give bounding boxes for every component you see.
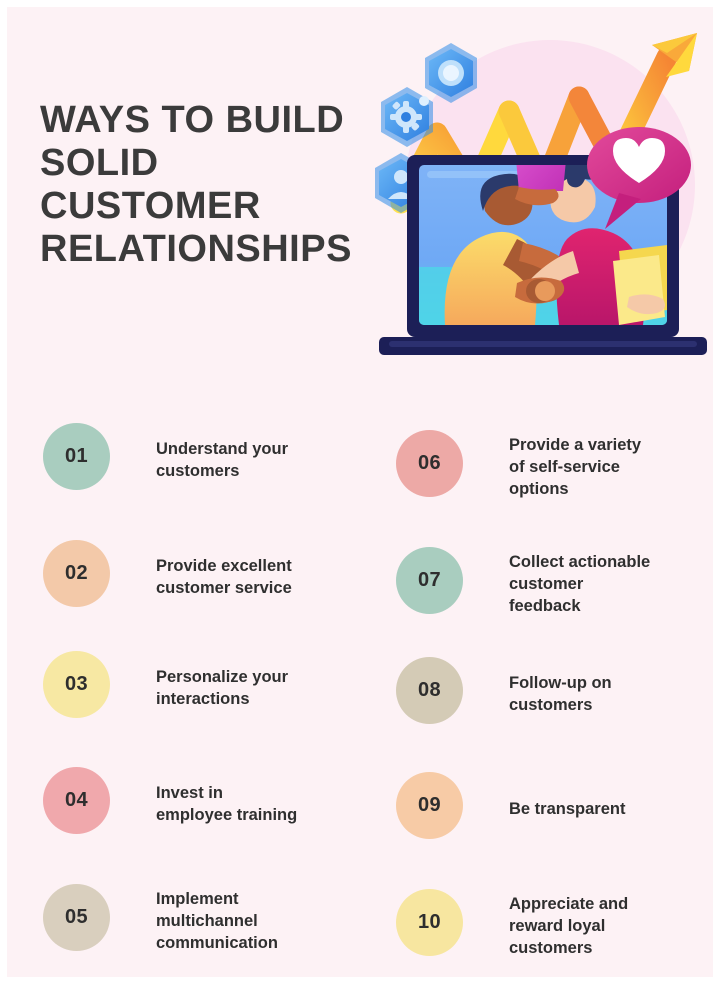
list-item[interactable]: 06 Provide a variety of self-service opt…: [390, 412, 713, 524]
title-line-3: CUSTOMER: [40, 184, 261, 227]
tips-column-left: 01 Understand your customers 02 Provide …: [37, 405, 377, 977]
list-item[interactable]: 08 Follow-up on customers: [390, 639, 713, 751]
handshake: [515, 277, 565, 304]
item-label: Provide a variety of self-service option…: [509, 436, 642, 498]
title-line-4: RELATIONSHIPS: [40, 227, 352, 270]
item-number-badge: 05: [43, 884, 110, 951]
tips-list: 01 Understand your customers 02 Provide …: [7, 405, 713, 977]
customer-relationship-illustration: [367, 15, 713, 365]
item-number-badge: 02: [43, 540, 110, 607]
poster-header: WAYS TO BUILD SOLID CUSTOMER RELATIONSHI…: [7, 7, 713, 377]
item-label: Personalize your interactions: [156, 668, 289, 708]
item-label: Follow-up on customers: [509, 674, 612, 714]
item-number-badge: 04: [43, 767, 110, 834]
item-number-badge: 01: [43, 423, 110, 490]
item-label: Implement multichannel communication: [156, 890, 278, 952]
list-item[interactable]: 03 Personalize your interactions: [37, 633, 377, 745]
list-item[interactable]: 10 Appreciate and reward loyal customers: [390, 871, 713, 977]
laptop-icon: [379, 155, 707, 355]
item-label: Understand your customers: [156, 440, 289, 480]
list-item[interactable]: 04 Invest in employee training: [37, 749, 377, 861]
list-item[interactable]: 07 Collect actionable customer feedback: [390, 529, 713, 641]
heart-icon: [587, 127, 691, 229]
item-number-badge: 10: [396, 889, 463, 956]
person-right: [527, 165, 667, 325]
title-line-1: WAYS TO BUILD: [40, 99, 345, 141]
list-item[interactable]: 09 Be transparent: [390, 754, 713, 866]
item-label: Collect actionable customer feedback: [509, 553, 651, 615]
item-number-badge: 09: [396, 772, 463, 839]
list-item[interactable]: 01 Understand your customers: [37, 405, 377, 517]
gear-icon: [381, 87, 433, 147]
item-number-badge: 08: [396, 657, 463, 724]
item-label: Provide excellent customer service: [156, 557, 292, 597]
list-item[interactable]: 02 Provide excellent customer service: [37, 522, 377, 634]
ring-icon: [425, 43, 477, 103]
list-item[interactable]: 05 Implement multichannel communication: [37, 866, 377, 977]
item-label: Be transparent: [509, 800, 626, 819]
item-number-badge: 07: [396, 547, 463, 614]
item-number-badge: 03: [43, 651, 110, 718]
tips-column-right: 06 Provide a variety of self-service opt…: [390, 405, 713, 977]
item-label: Appreciate and reward loyal customers: [509, 895, 629, 957]
page-title: WAYS TO BUILD SOLID CUSTOMER RELATIONSHI…: [40, 99, 400, 271]
item-label: Invest in employee training: [156, 784, 298, 824]
item-number-badge: 06: [396, 430, 463, 497]
shopping-bag-icon: [513, 165, 569, 191]
title-line-2: SOLID: [40, 141, 159, 184]
